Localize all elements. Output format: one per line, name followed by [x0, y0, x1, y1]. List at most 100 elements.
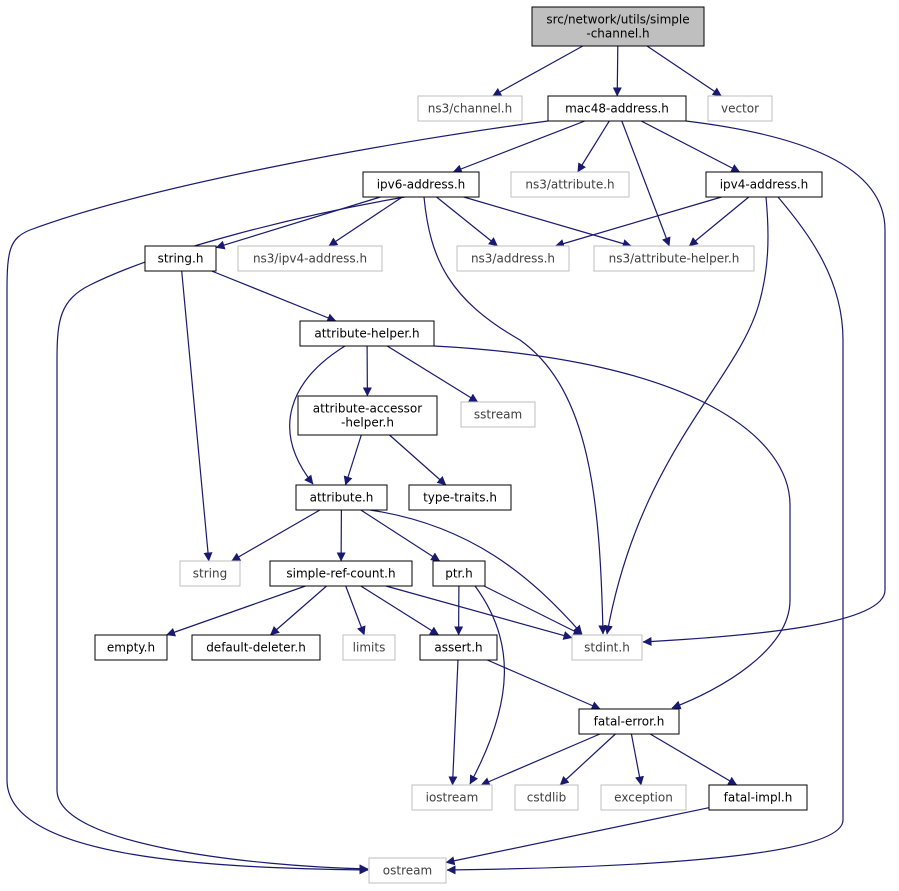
node-label: ipv4-address.h — [720, 178, 809, 192]
node-box — [342, 634, 396, 661]
node-label: vector — [721, 102, 759, 116]
edge-attr-helper-to-fatal-error — [433, 345, 791, 710]
node-string: string — [179, 560, 241, 587]
node-label: attribute-helper.h — [314, 327, 419, 341]
edges-layer — [6, 45, 886, 875]
node-box — [417, 95, 523, 122]
node-ostream: ostream — [368, 857, 447, 884]
edge-root-to-ns3-channel — [492, 45, 584, 97]
edge-assert-to-iostream — [448, 659, 459, 786]
node-label: stdint.h — [584, 641, 630, 655]
node-box — [295, 484, 388, 511]
edge-fatal-impl-to-ostream — [445, 807, 710, 866]
node-box — [571, 634, 643, 661]
edge-simple-ref-to-assert — [360, 585, 440, 636]
edge-simple-ref-to-default-deleter — [270, 585, 327, 636]
node-box — [237, 245, 383, 272]
node-assert[interactable]: assert.h — [419, 634, 498, 661]
edge-fatal-error-to-exception — [630, 733, 644, 786]
node-box — [514, 784, 579, 811]
node-label: -channel.h — [586, 27, 649, 41]
edge-simple-ref-to-stdint — [385, 585, 573, 640]
node-fatal-error[interactable]: fatal-error.h — [578, 708, 680, 735]
node-label: src/network/utils/simple — [546, 13, 689, 27]
node-attr-accessor[interactable]: attribute-accessor-helper.h — [297, 395, 438, 436]
node-box — [179, 560, 241, 587]
node-box — [510, 171, 630, 198]
node-vector: vector — [707, 95, 773, 122]
node-label: limits — [353, 641, 386, 655]
edge-ipv6-to-stdint — [423, 196, 608, 635]
node-label: -helper.h — [341, 416, 394, 430]
edge-fatal-error-to-cstdlib — [559, 733, 616, 786]
node-ptr[interactable]: ptr.h — [432, 560, 486, 587]
edge-attribute-h-to-stdint — [369, 509, 583, 635]
node-label: string.h — [158, 252, 204, 266]
edge-root-to-mac48 — [612, 45, 622, 97]
node-box — [419, 634, 498, 661]
node-box — [269, 560, 413, 587]
node-label: ns3/channel.h — [428, 102, 512, 116]
edge-mac48-to-ostream — [6, 120, 549, 875]
node-label: string — [193, 567, 227, 581]
node-type-traits[interactable]: type-traits.h — [408, 484, 512, 511]
node-box — [299, 320, 435, 347]
edge-string-h-to-string — [181, 270, 213, 562]
node-box — [708, 784, 808, 811]
edge-attr-helper-to-sstream — [386, 345, 479, 403]
node-default-deleter[interactable]: default-deleter.h — [191, 634, 321, 661]
node-label: attribute-accessor — [313, 402, 422, 416]
node-iostream: iostream — [411, 784, 493, 811]
node-mac48[interactable]: mac48-address.h — [547, 95, 687, 122]
edge-ipv4-to-ns3-attr-helper — [688, 196, 750, 247]
node-label: cstdlib — [527, 791, 566, 805]
node-box — [547, 95, 687, 122]
node-box — [191, 634, 321, 661]
edge-fatal-error-to-iostream — [480, 733, 601, 786]
node-box — [408, 484, 512, 511]
node-attr-helper[interactable]: attribute-helper.h — [299, 320, 435, 347]
node-label: ptr.h — [445, 567, 473, 581]
edge-ipv6-to-ostream — [56, 196, 406, 874]
edge-mac48-to-stdint — [642, 120, 886, 647]
node-ns3-channel: ns3/channel.h — [417, 95, 523, 122]
node-exception: exception — [600, 784, 687, 811]
node-box — [144, 245, 217, 272]
node-fatal-impl[interactable]: fatal-impl.h — [708, 784, 808, 811]
node-box — [432, 560, 486, 587]
edge-attribute-h-to-string — [231, 509, 321, 562]
node-label: assert.h — [434, 641, 482, 655]
node-label: iostream — [426, 791, 479, 805]
node-attribute-h[interactable]: attribute.h — [295, 484, 388, 511]
node-label: fatal-error.h — [594, 715, 665, 729]
node-label: ns3/attribute.h — [525, 178, 614, 192]
node-empty[interactable]: empty.h — [94, 634, 168, 661]
node-ns3-attribute: ns3/attribute.h — [510, 171, 630, 198]
node-box — [362, 171, 480, 198]
edge-ipv6-to-ns3-attr-helper — [463, 196, 632, 248]
node-string-h[interactable]: string.h — [144, 245, 217, 272]
node-ipv6[interactable]: ipv6-address.h — [362, 171, 480, 198]
node-simple-ref[interactable]: simple-ref-count.h — [269, 560, 413, 587]
node-label: ipv6-address.h — [377, 178, 466, 192]
edge-fatal-error-to-fatal-impl — [649, 733, 738, 786]
node-ns3-attr-helper: ns3/attribute-helper.h — [593, 245, 755, 272]
node-box — [707, 95, 773, 122]
node-box — [578, 708, 680, 735]
node-label: fatal-impl.h — [724, 791, 793, 805]
edge-ipv6-to-string-h — [215, 196, 381, 250]
node-label: mac48-address.h — [565, 102, 669, 116]
node-box — [297, 395, 438, 436]
node-root[interactable]: src/network/utils/simple-channel.h — [531, 6, 705, 47]
node-cstdlib: cstdlib — [514, 784, 579, 811]
node-label: exception — [614, 791, 673, 805]
node-box — [593, 245, 755, 272]
node-label: attribute.h — [310, 491, 374, 505]
edge-mac48-to-ns3-attr-helper — [621, 120, 671, 247]
edge-simple-ref-to-limits — [345, 585, 366, 636]
node-box — [600, 784, 687, 811]
node-ns3-ipv4: ns3/ipv4-address.h — [237, 245, 383, 272]
edge-ptr-to-stdint — [483, 585, 583, 636]
node-limits: limits — [342, 634, 396, 661]
node-ipv4[interactable]: ipv4-address.h — [705, 171, 823, 198]
